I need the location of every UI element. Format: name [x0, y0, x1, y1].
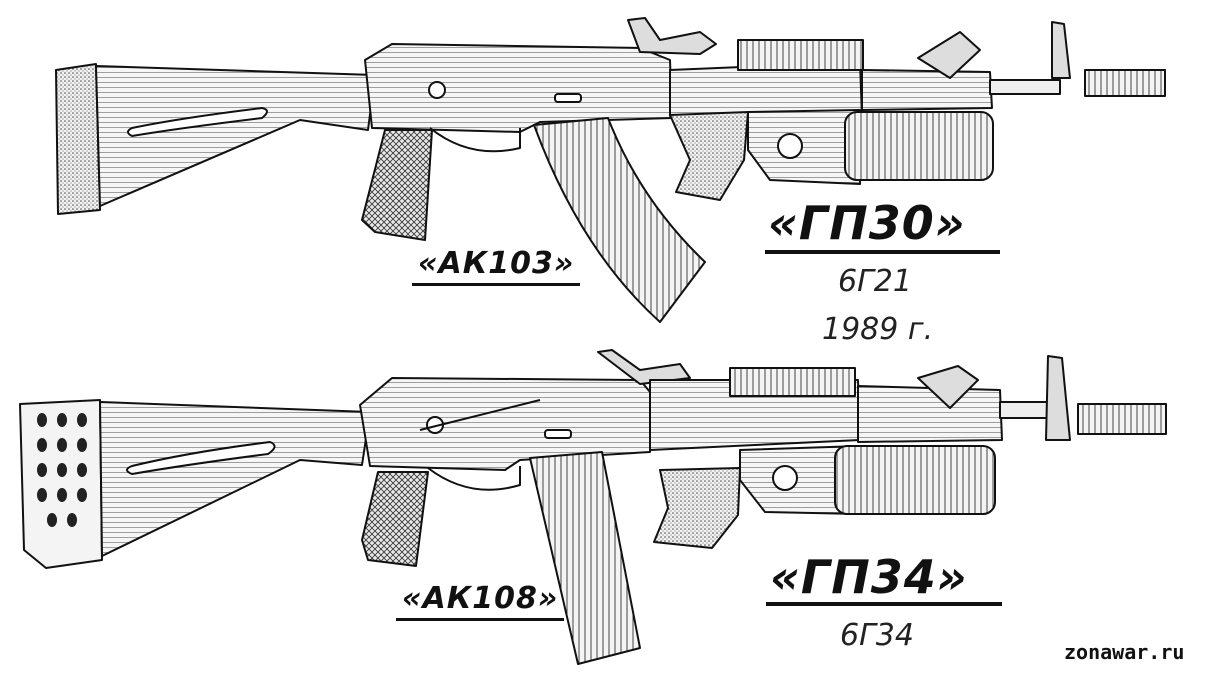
ak108-grip	[361, 471, 429, 567]
ak108-receiver	[359, 377, 651, 471]
gp34-barrel	[834, 445, 996, 515]
gp30-body	[747, 109, 861, 185]
gp30-barrel	[844, 111, 994, 181]
gp30-index: 6Г21	[838, 264, 912, 299]
ak103-buttplate	[55, 63, 101, 215]
gp34-underline	[766, 602, 1002, 606]
ak108-label: «АК108»	[396, 581, 565, 621]
gp34-body	[739, 445, 861, 515]
ak103-magazine	[533, 117, 706, 323]
gp34-grip	[653, 467, 741, 549]
gp30-label: «ГП30»	[768, 196, 966, 250]
gp30-underline	[765, 250, 1000, 254]
ak103-muzzle	[1084, 69, 1166, 97]
ak103-drawing	[55, 17, 1166, 323]
gp30-grip	[669, 111, 749, 201]
gp34-index: 6Г34	[840, 618, 914, 653]
ak108-muzzle	[1077, 403, 1167, 435]
gp34-label: «ГП34»	[770, 550, 968, 604]
ak108-stock	[99, 401, 371, 557]
ak108-drawing	[19, 349, 1167, 665]
site-watermark: zonawar.ru	[1064, 640, 1185, 664]
gp30-year: 1989 г.	[822, 312, 934, 347]
ak103-receiver	[364, 43, 673, 133]
ak103-grip	[361, 129, 433, 241]
ak108-magazine	[529, 451, 641, 665]
ak103-stock	[95, 65, 376, 207]
ak103-label-text: «АК103»	[412, 246, 581, 286]
ak108-label-text: «АК108»	[396, 581, 565, 621]
ak103-label: «АК103»	[412, 246, 581, 286]
